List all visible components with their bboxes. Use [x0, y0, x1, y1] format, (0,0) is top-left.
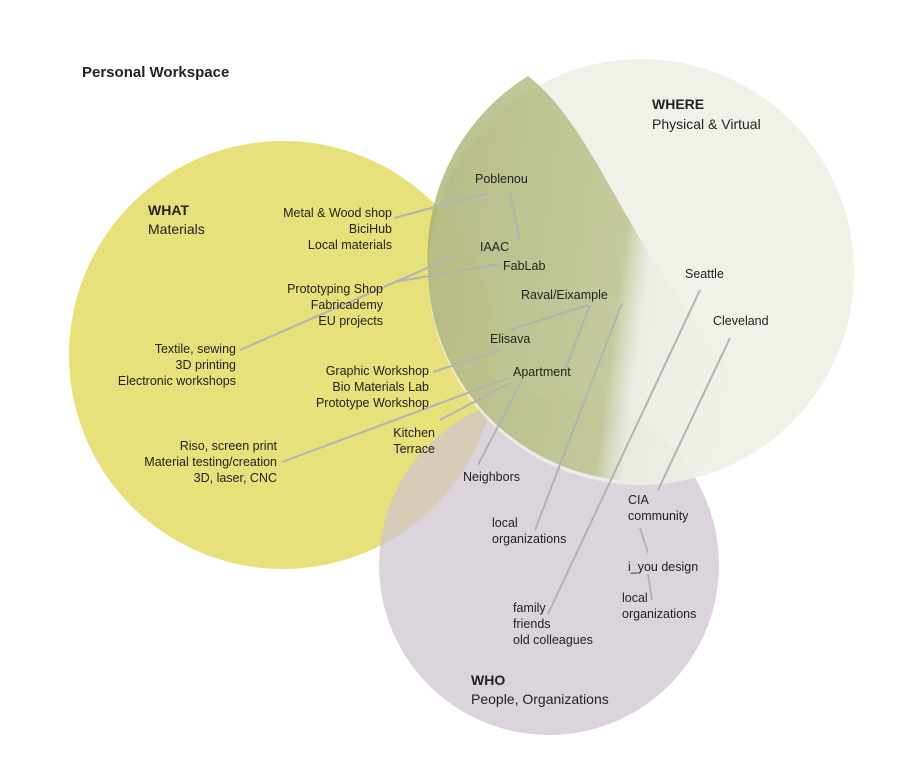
what-subheading: Materials: [148, 221, 205, 237]
label-neighbors: Neighbors: [463, 470, 520, 484]
label-3d-printing: 3D printing: [176, 358, 236, 372]
who-heading: WHO: [471, 672, 505, 688]
label-local-org-1a: local: [492, 516, 518, 530]
label-local-org-2b: organizations: [622, 607, 696, 621]
label-material-testing: Material testing/creation: [144, 455, 277, 469]
label-graphic: Graphic Workshop: [326, 364, 429, 378]
label-terrace: Terrace: [393, 442, 435, 456]
label-local-materials: Local materials: [308, 238, 392, 252]
connector-line: [647, 573, 653, 601]
label-riso: Riso, screen print: [180, 439, 278, 453]
what-heading: WHAT: [148, 202, 189, 218]
connector-line: [439, 381, 513, 421]
label-fabricademy: Fabricademy: [311, 298, 384, 312]
label-friends: friends: [513, 617, 551, 631]
label-cleveland: Cleveland: [713, 314, 769, 328]
connector-line: [534, 302, 623, 531]
connector-line: [477, 379, 523, 466]
connector-line: [432, 349, 501, 373]
connector-line: [547, 289, 701, 615]
label-kitchen: Kitchen: [393, 426, 435, 440]
label-eu-projects: EU projects: [318, 314, 383, 328]
label-metal-wood: Metal & Wood shop: [283, 206, 392, 220]
label-electronic: Electronic workshops: [118, 374, 236, 388]
connector-line: [657, 337, 731, 491]
label-seattle: Seattle: [685, 267, 724, 281]
where-texture: [427, 76, 772, 482]
label-family: family: [513, 601, 546, 615]
label-community: community: [628, 509, 689, 523]
label-bio: Bio Materials Lab: [332, 380, 429, 394]
label-colleagues: old colleagues: [513, 633, 593, 647]
label-local-org-1b: organizations: [492, 532, 566, 546]
label-cia: CIA: [628, 493, 650, 507]
connector-line: [393, 192, 489, 219]
who-subheading: People, Organizations: [471, 691, 609, 707]
connector-line: [239, 254, 458, 351]
connector-line: [564, 304, 591, 371]
label-iyou: i_you design: [628, 560, 698, 574]
label-poblenou: Poblenou: [475, 172, 528, 186]
where-subheading: Physical & Virtual: [652, 116, 761, 132]
label-local-org-2a: local: [622, 591, 648, 605]
label-prototype-workshop: Prototype Workshop: [316, 396, 429, 410]
label-elisava: Elisava: [490, 332, 530, 346]
label-bicihub: BiciHub: [349, 222, 392, 236]
connector-line: [281, 377, 509, 463]
connector-line: [393, 263, 501, 283]
label-apartment: Apartment: [513, 365, 571, 379]
label-laser: 3D, laser, CNC: [194, 471, 277, 485]
label-prototyping-shop: Prototyping Shop: [287, 282, 383, 296]
label-textile: Textile, sewing: [155, 342, 236, 356]
connector-line: [639, 527, 649, 554]
where-heading: WHERE: [652, 96, 704, 112]
connector-lines: [239, 192, 731, 615]
page-title: Personal Workspace: [82, 64, 229, 81]
label-iaac: IAAC: [480, 240, 509, 254]
what-circle: [69, 141, 497, 569]
connector-line: [509, 192, 521, 243]
label-fablab: FabLab: [503, 259, 545, 273]
label-raval: Raval/Eixample: [521, 288, 608, 302]
connector-line: [509, 304, 589, 331]
